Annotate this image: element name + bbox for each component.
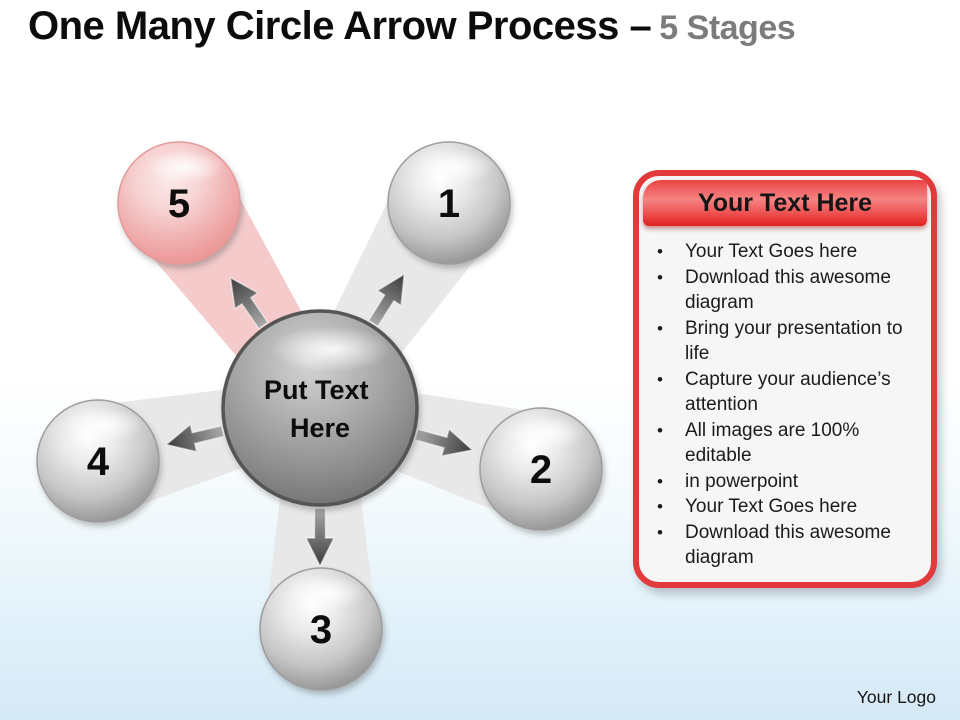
stage-5-gloss — [145, 150, 225, 184]
slide-title[interactable]: One Many Circle Arrow Process –5 Stages — [28, 4, 796, 49]
bullet-text: Bring your presentation to life — [685, 317, 903, 365]
stage-2-gloss — [507, 416, 587, 450]
stage-2-label: 2 — [530, 448, 552, 492]
stage-3-gloss — [287, 576, 367, 610]
stage-5-label: 5 — [168, 182, 190, 226]
stage-1-label: 1 — [438, 182, 460, 226]
center-gloss — [271, 326, 391, 372]
bullet-icon: • — [657, 242, 663, 261]
logo-placeholder[interactable]: Your Logo — [856, 687, 936, 707]
stage-circle-2[interactable]: 2 — [479, 407, 603, 531]
arrow-stage-3 — [304, 507, 336, 568]
bullet-item[interactable]: • in powerpoint — [653, 469, 923, 495]
stage-1-gloss — [415, 150, 495, 184]
slide-title-stages: 5 Stages — [659, 9, 796, 47]
bullet-text: Download this awesome diagram — [685, 266, 891, 314]
center-label: Put Text Here — [264, 375, 376, 443]
stage-circle-1[interactable]: 1 — [387, 141, 511, 265]
bullet-item[interactable]: • Capture your audience’s attention — [653, 367, 923, 418]
stage-4-label: 4 — [87, 440, 110, 484]
bullet-icon: • — [657, 420, 663, 440]
bullet-item[interactable]: • All images are 100% editable — [653, 418, 923, 469]
bullet-text: in powerpoint — [685, 470, 799, 492]
center-label-line1: Put Text — [264, 375, 369, 405]
stage-4-gloss — [64, 408, 144, 442]
stage-circle-4[interactable]: 4 — [36, 399, 160, 523]
stage-3-label: 3 — [310, 608, 332, 652]
bullet-text: Capture your audience’s attention — [685, 368, 891, 416]
panel-header[interactable]: Your Text Here — [643, 180, 927, 226]
bullet-text: Your Text Goes here — [685, 496, 858, 517]
bullet-item[interactable]: • Download this awesome diagram — [653, 265, 923, 316]
bullet-icon: • — [657, 471, 663, 491]
bullet-item[interactable]: • Your Text Goes here — [653, 239, 923, 265]
bullet-item[interactable]: • Your Text Goes here — [653, 494, 923, 520]
stage-circle-3[interactable]: 3 — [259, 567, 383, 691]
center-circle[interactable]: Put Text Here — [221, 309, 419, 507]
bullet-item[interactable]: • Bring your presentation to life — [653, 316, 923, 367]
arrow-stage-4 — [164, 423, 225, 453]
bullet-text: Your Text Goes here — [685, 241, 858, 262]
slide-title-main: One Many Circle Arrow Process – — [28, 4, 652, 48]
bullet-item[interactable]: • Download this awesome diagram — [653, 520, 923, 571]
bullet-icon: • — [657, 522, 663, 542]
arrow-stage-2 — [414, 427, 474, 457]
arrow-group — [164, 272, 474, 568]
stage-circle-5-highlighted[interactable]: 5 — [117, 141, 241, 265]
center-label-line2: Here — [290, 413, 350, 443]
bullet-icon: • — [657, 267, 663, 287]
bullet-text: Download this awesome diagram — [685, 521, 891, 569]
bullet-list: • Your Text Goes here • Download this awes… — [639, 239, 931, 571]
bullet-icon: • — [657, 369, 663, 389]
bullet-text: All images are 100% editable — [685, 419, 860, 467]
bullet-icon: • — [657, 497, 663, 516]
text-panel: Your Text Here • Your Text Goes here • Dow… — [633, 170, 937, 588]
bullet-icon: • — [657, 318, 663, 338]
arrow-stage-1 — [367, 272, 406, 328]
arrow-stage-5 — [229, 276, 269, 330]
